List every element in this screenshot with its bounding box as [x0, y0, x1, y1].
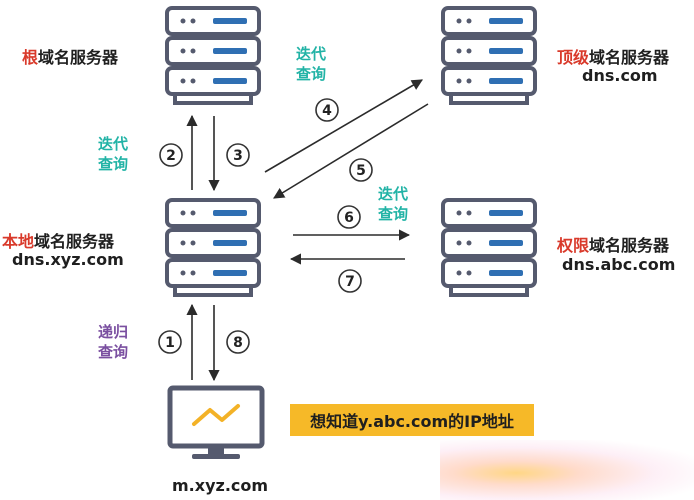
authoritative-server-label-highlight: 权限 [557, 236, 590, 255]
step-badge-5: 5 [349, 158, 373, 182]
root-server-label-rest: 域名服务器 [38, 48, 119, 67]
local-server-label-highlight: 本地 [2, 232, 35, 251]
iterative-query-label-auth: 迭代 查询 [378, 184, 408, 224]
svg-text:5: 5 [356, 163, 366, 179]
svg-text:6: 6 [344, 210, 354, 226]
local-server-label: 本地域名服务器 [2, 228, 114, 252]
step-badge-3: 3 [226, 143, 250, 167]
local-server-label-rest: 域名服务器 [34, 232, 115, 251]
iterative-query-label-root: 迭代 查询 [98, 134, 128, 174]
client-monitor-icon [167, 385, 265, 459]
authoritative-server-label-rest: 域名服务器 [589, 236, 670, 255]
step-badge-7: 7 [338, 269, 362, 293]
root-server-label: 根域名服务器 [22, 44, 118, 68]
step-badge-4: 4 [315, 98, 339, 122]
decorative-glow [440, 440, 694, 500]
svg-text:4: 4 [322, 103, 332, 119]
client-host: m.xyz.com [172, 476, 269, 495]
authoritative-server-label: 权限域名服务器 [557, 232, 669, 256]
svg-text:3: 3 [233, 148, 243, 164]
iterative-query-label-top-line2: 查询 [296, 65, 327, 83]
root-server-icon [165, 6, 261, 105]
local-server-icon [165, 198, 261, 297]
step-badge-1: 1 [158, 330, 182, 354]
svg-text:1: 1 [165, 335, 175, 351]
iterative-query-label-auth-line2: 查询 [378, 205, 409, 223]
iterative-query-label-root-line2: 查询 [98, 155, 129, 173]
iterative-query-label-root-line1: 迭代 [98, 135, 129, 153]
recursive-query-label-line1: 递归 [98, 323, 129, 341]
top-level-server-label: 顶级域名服务器 [557, 44, 669, 68]
svg-text:8: 8 [233, 335, 243, 351]
question-callout: 想知道y.abc.com的IP地址 [290, 404, 534, 436]
arrow-5 [273, 103, 429, 199]
iterative-query-label-auth-line1: 迭代 [378, 185, 409, 203]
root-server-label-highlight: 根 [22, 48, 39, 67]
step-badge-6: 6 [337, 205, 361, 229]
step-badge-8: 8 [226, 330, 250, 354]
authoritative-server-host: dns.abc.com [562, 255, 676, 274]
top-level-server-label-rest: 域名服务器 [589, 48, 670, 67]
recursive-query-label-line2: 查询 [98, 343, 129, 361]
iterative-query-label-top: 迭代 查询 [296, 44, 326, 84]
recursive-query-label: 递归 查询 [98, 322, 128, 362]
top-level-server-icon [441, 6, 537, 105]
top-level-server-host: dns.com [582, 66, 658, 85]
step-badge-2: 2 [159, 143, 183, 167]
authoritative-server-icon [441, 198, 537, 297]
iterative-query-label-top-line1: 迭代 [296, 45, 327, 63]
top-level-server-label-highlight: 顶级 [557, 48, 590, 67]
local-server-host: dns.xyz.com [12, 250, 124, 269]
arrow-4 [264, 79, 423, 173]
svg-text:7: 7 [345, 274, 355, 290]
svg-text:2: 2 [166, 148, 176, 164]
